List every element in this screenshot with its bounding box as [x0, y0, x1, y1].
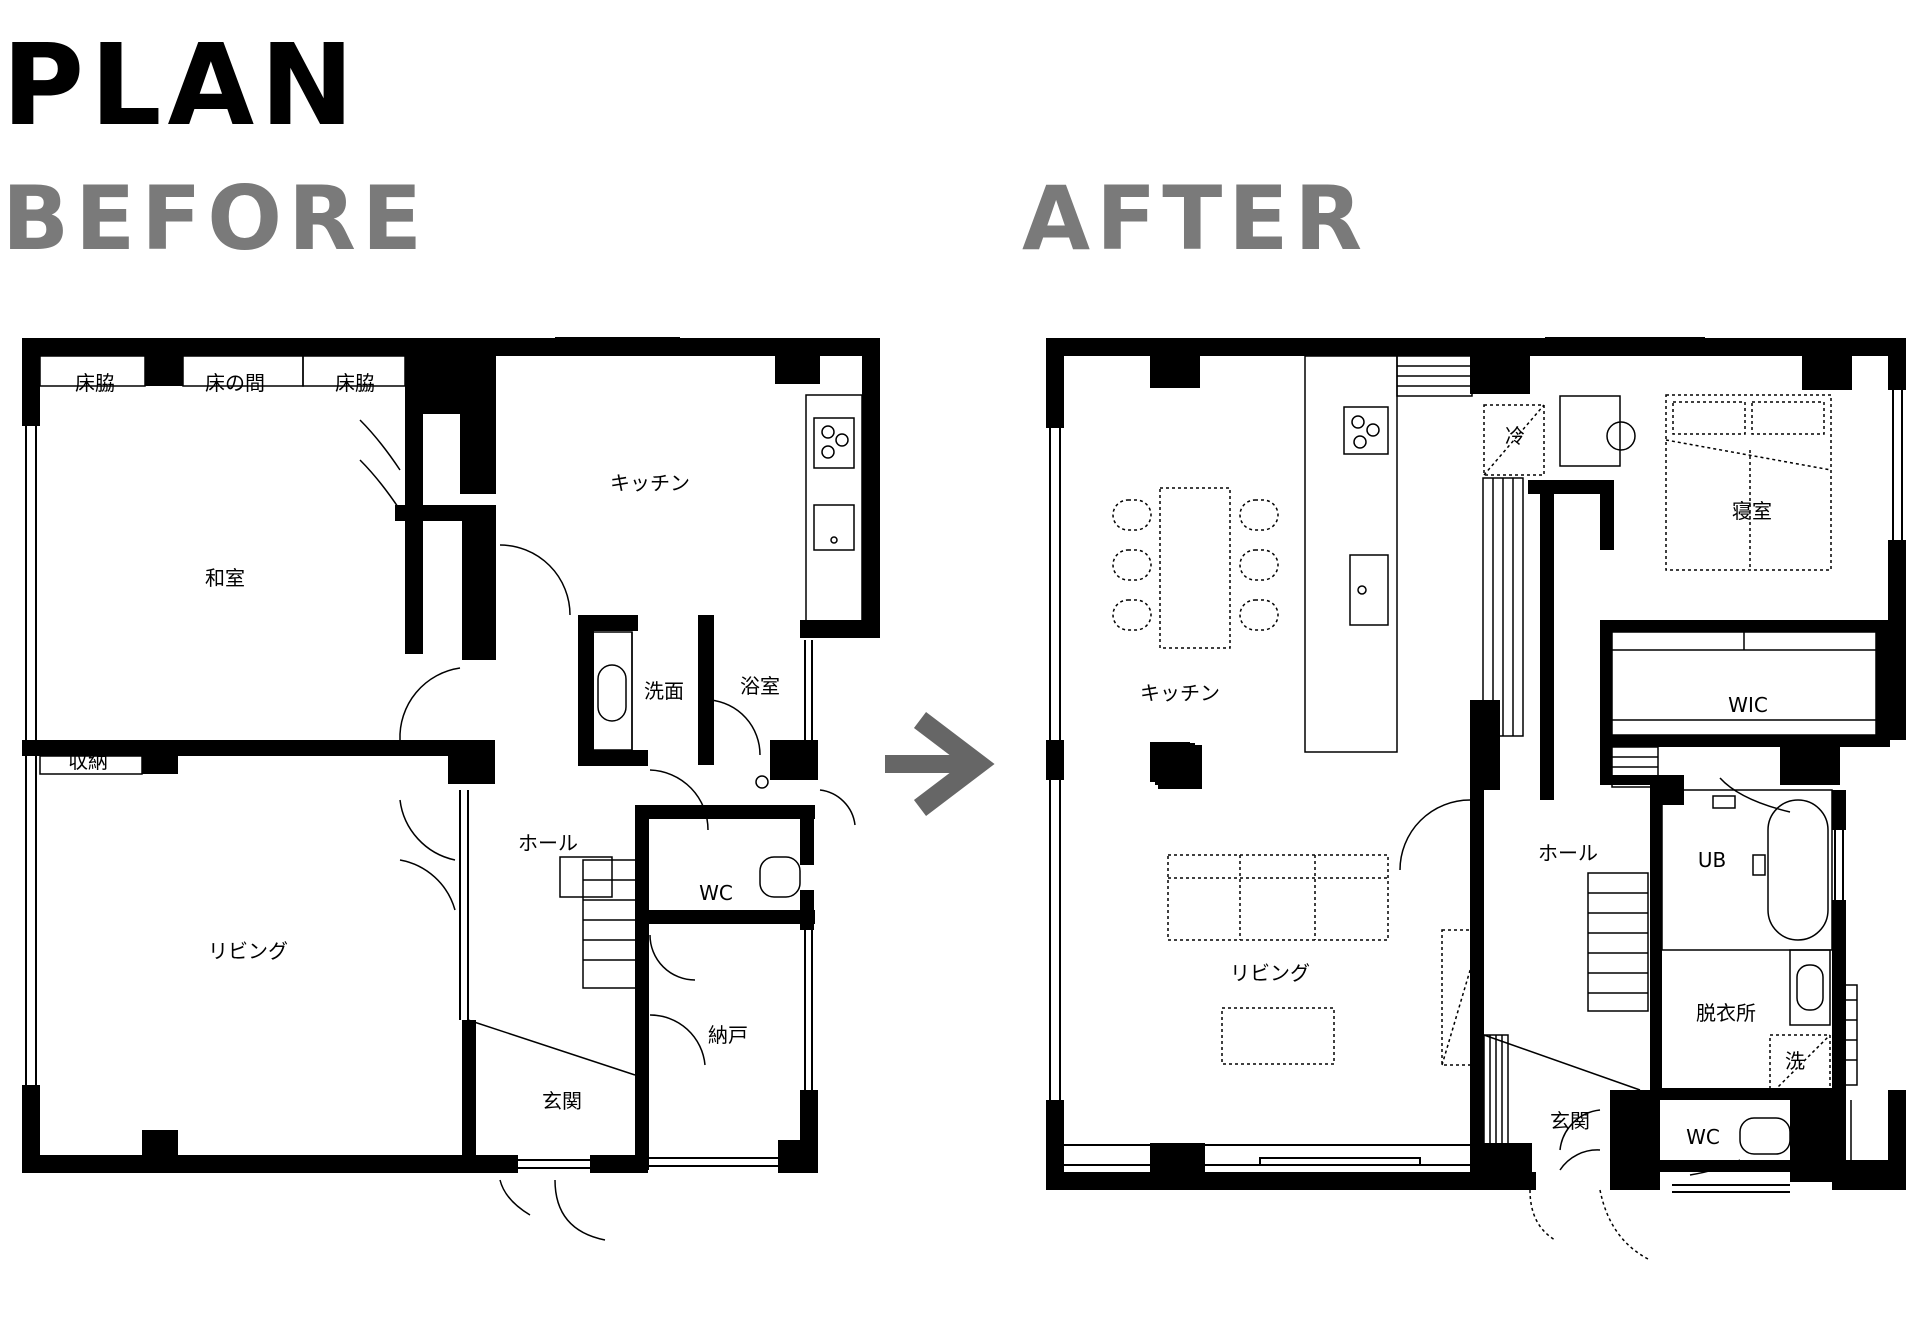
after-label-ub: UB [1698, 848, 1726, 872]
before-floor-plan: 床脇 床の間 床脇 和室 キッチン 洗面 浴室 収納 ホール WC リビング 納… [22, 337, 880, 1241]
before-label-yokushitsu: 浴室 [740, 674, 780, 698]
before-label-shuno: 収納 [68, 749, 108, 773]
before-label: BEFORE [2, 167, 428, 270]
after-label-kitchen: キッチン [1140, 681, 1220, 705]
after-label-genkan: 玄関 [1550, 1109, 1590, 1133]
before-label-hall: ホール [518, 831, 578, 855]
after-label-shinshitsu: 寝室 [1732, 499, 1772, 523]
before-doors [359, 419, 856, 1241]
before-label-senmen: 洗面 [644, 679, 684, 703]
plan-title: PLAN [2, 21, 360, 151]
before-room-labels: 床脇 床の間 床脇 和室 キッチン 洗面 浴室 収納 ホール WC リビング 納… [68, 371, 780, 1113]
before-label-nando: 納戸 [708, 1023, 748, 1047]
before-fixtures [39, 355, 863, 1076]
after-label-datsuijo: 脱衣所 [1696, 1001, 1756, 1025]
after-windows [1049, 337, 1903, 1193]
before-label-wc: WC [699, 881, 733, 905]
after-label-sen: 洗 [1785, 1049, 1805, 1073]
after-label-hall: ホール [1538, 841, 1598, 865]
after-label-wic: WIC [1728, 693, 1768, 717]
after-label: AFTER [1022, 167, 1369, 270]
after-floor-plan: 冷 寝室 キッチン WIC ホール UB リビング 脱衣所 洗 玄関 WC [1046, 337, 1906, 1261]
after-fixtures [1112, 355, 1877, 1176]
before-label-washitsu: 和室 [205, 566, 245, 590]
after-column [1158, 745, 1202, 789]
before-label-tokowaki-left: 床脇 [75, 371, 115, 395]
before-walls [22, 338, 880, 1173]
before-windows [25, 337, 877, 1169]
arrow-icon [885, 712, 995, 816]
before-label-tokonoma: 床の間 [205, 371, 265, 395]
before-label-tokowaki-right: 床脇 [335, 371, 375, 395]
after-label-wc: WC [1686, 1125, 1720, 1149]
before-label-genkan: 玄関 [542, 1089, 582, 1113]
after-label-living: リビング [1230, 961, 1310, 985]
after-room-labels: 冷 寝室 キッチン WIC ホール UB リビング 脱衣所 洗 玄関 WC [1140, 424, 1805, 1149]
before-label-kitchen: キッチン [610, 471, 690, 495]
after-label-rei: 冷 [1505, 424, 1525, 448]
before-label-living: リビング [208, 939, 288, 963]
after-doors [1399, 777, 1791, 1261]
